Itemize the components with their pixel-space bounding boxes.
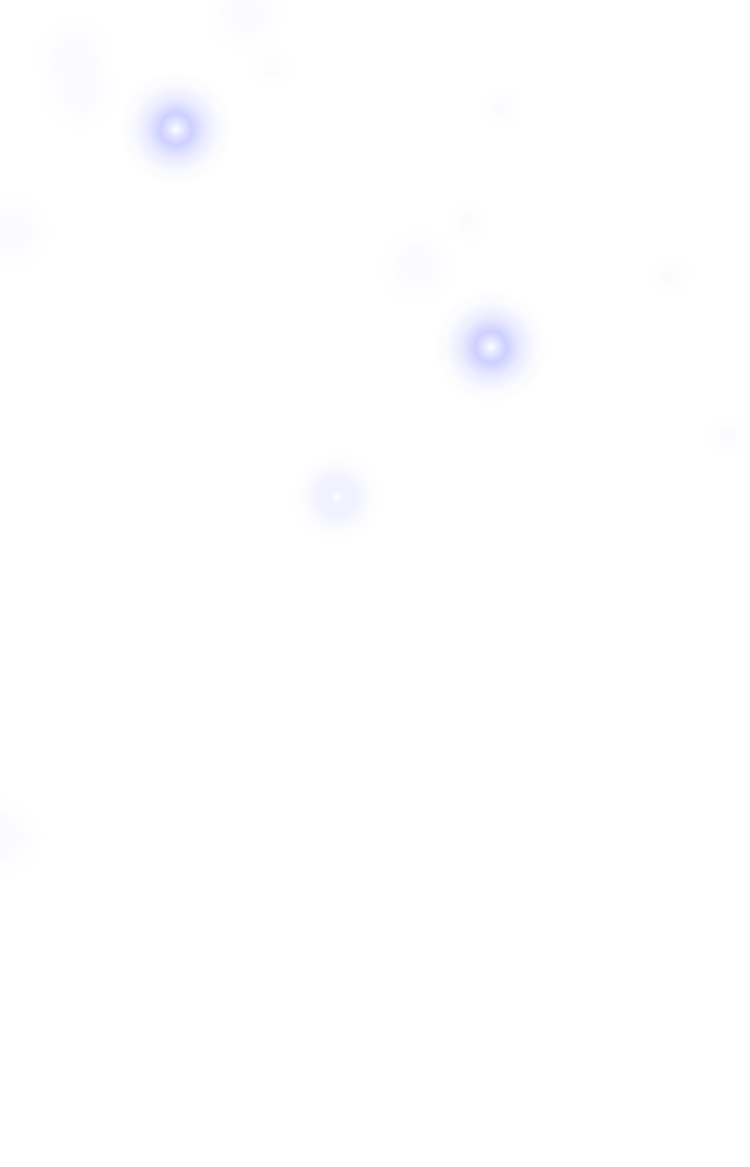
glow-dot bbox=[121, 74, 231, 184]
glow-dot bbox=[293, 453, 381, 541]
glow-dot bbox=[0, 797, 44, 877]
glow-dot bbox=[448, 202, 490, 244]
glow-dot bbox=[378, 227, 458, 307]
glow-dot bbox=[34, 16, 114, 96]
glow-dot bbox=[480, 87, 522, 129]
glow-dot bbox=[436, 292, 546, 402]
glow-dot bbox=[40, 52, 120, 132]
glow-dot bbox=[650, 254, 692, 296]
glow-dot bbox=[0, 191, 52, 271]
glow-dot bbox=[707, 416, 749, 458]
glow-dot bbox=[251, 45, 293, 87]
glow-dot bbox=[205, 0, 285, 54]
